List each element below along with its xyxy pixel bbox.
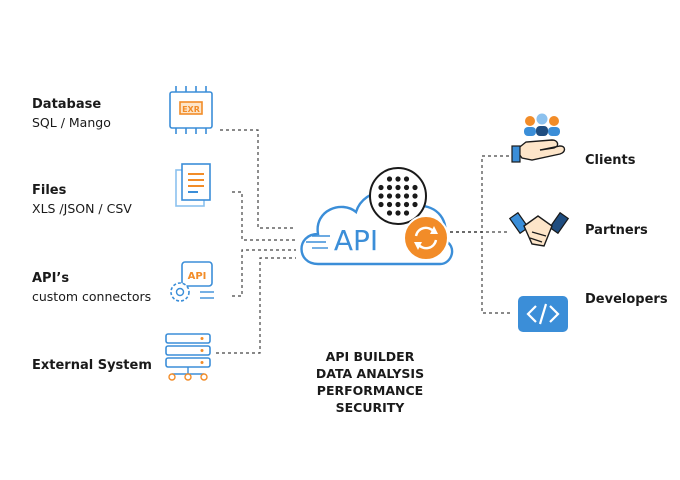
matrix-dot	[403, 176, 410, 182]
matrix-dot	[395, 184, 401, 191]
right-connectors	[450, 155, 512, 314]
matrix-dot	[386, 210, 393, 216]
source-files: Files XLS /JSON / CSV	[32, 182, 132, 218]
source-external-title: External System	[32, 358, 152, 373]
matrix-dot	[386, 184, 393, 191]
source-apis: API’s custom connectors	[32, 270, 151, 306]
matrix-dot	[403, 210, 410, 216]
matrix-dot	[386, 193, 393, 199]
matrix-dot	[386, 176, 393, 182]
consumer-partners-label: Partners	[585, 223, 648, 238]
matrix-dot	[378, 193, 384, 199]
connector-database	[220, 129, 296, 229]
connector-external	[216, 257, 296, 354]
left-connectors	[216, 129, 296, 354]
matrix-dot	[403, 201, 410, 208]
matrix-dot	[395, 193, 401, 199]
document-files-icon	[175, 163, 211, 207]
api-gear-monitor-icon: API	[170, 261, 214, 302]
matrix-dot	[403, 193, 410, 199]
feature-item: DATA ANALYSIS	[315, 366, 425, 381]
feature-item: SECURITY	[335, 400, 405, 415]
consumer-developers-label: Developers	[585, 292, 668, 307]
connector-clients	[450, 155, 512, 233]
source-external: External System	[32, 357, 152, 375]
clients-hand-icon	[511, 113, 566, 163]
handshake-icon	[508, 211, 570, 247]
matrix-dot	[403, 184, 410, 191]
source-files-title: Files	[32, 183, 67, 198]
svg-text:API: API	[334, 224, 378, 257]
source-apis-subtitle: custom connectors	[32, 289, 152, 304]
source-files-subtitle: XLS /JSON / CSV	[32, 201, 132, 216]
source-database: Database SQL / Mango	[32, 96, 111, 132]
code-brackets-icon	[518, 296, 568, 332]
matrix-dot	[395, 210, 401, 216]
database-chip-icon: EXR	[169, 86, 213, 134]
source-apis-title: API’s	[32, 271, 70, 286]
matrix-dot	[412, 193, 418, 199]
svg-text:API: API	[188, 271, 207, 282]
connector-files	[232, 191, 296, 241]
source-database-title: Database	[32, 97, 102, 112]
matrix-dot	[378, 184, 384, 191]
server-network-icon	[165, 333, 211, 381]
consumer-clients-label: Clients	[585, 153, 636, 168]
connector-apis	[232, 249, 296, 297]
source-database-subtitle: SQL / Mango	[32, 115, 111, 130]
matrix-dot	[378, 201, 384, 208]
feature-item: API BUILDER	[325, 349, 415, 364]
matrix-dot	[395, 201, 401, 208]
matrix-dot	[395, 176, 401, 182]
matrix-dot	[412, 184, 418, 191]
connector-developers	[450, 231, 512, 314]
matrix-dot	[412, 201, 418, 208]
feature-list: API BUILDER DATA ANALYSIS PERFORMANCE SE…	[300, 348, 440, 416]
dot-matrix-icon	[369, 167, 427, 225]
svg-text:EXR: EXR	[182, 105, 200, 114]
matrix-dot	[386, 201, 393, 208]
feature-item: PERFORMANCE	[316, 383, 424, 398]
sync-icon	[403, 215, 449, 261]
